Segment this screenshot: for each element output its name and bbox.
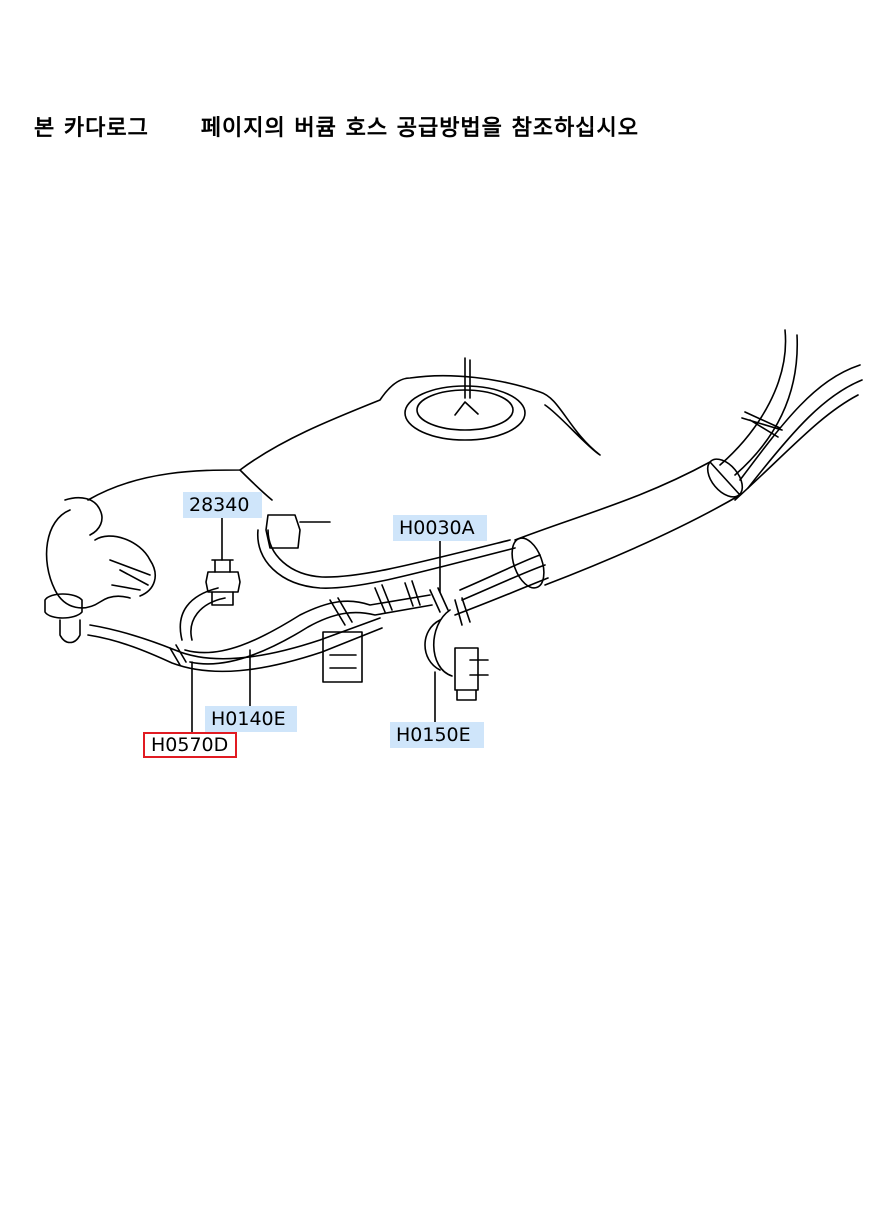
left-fitting [44, 593, 83, 619]
hose-h0030a [257, 529, 516, 589]
brake-booster [45, 509, 131, 609]
callout-h0570d-selected[interactable]: H0570D [143, 732, 237, 758]
engine-outline-lower [239, 469, 273, 501]
page-title: 본 카다로그 페이지의 버큠 호스 공급방법을 참조하십시오 [34, 116, 640, 141]
hose-28340 [179, 587, 226, 641]
hose-bundle-sleeve [514, 461, 741, 586]
valve-left-top [265, 514, 301, 549]
callout-h0150e[interactable]: H0150E [390, 722, 484, 748]
hose-h0570d [87, 617, 383, 673]
bolt-fitting [454, 647, 489, 691]
hose-h0150e [424, 609, 453, 677]
bracket-box [322, 631, 363, 683]
hose-clip [741, 411, 783, 438]
hose-clamp [374, 580, 421, 613]
callout-28340[interactable]: 28340 [183, 492, 262, 518]
engine-outline [87, 374, 601, 501]
callout-h0140e[interactable]: H0140E [205, 706, 297, 732]
callout-h0030a[interactable]: H0030A [393, 515, 487, 541]
vacuum-pipe-top [454, 357, 479, 416]
hose-h0140e [184, 594, 433, 665]
fitting-28340 [205, 571, 241, 593]
hose-upper-right [719, 329, 799, 476]
